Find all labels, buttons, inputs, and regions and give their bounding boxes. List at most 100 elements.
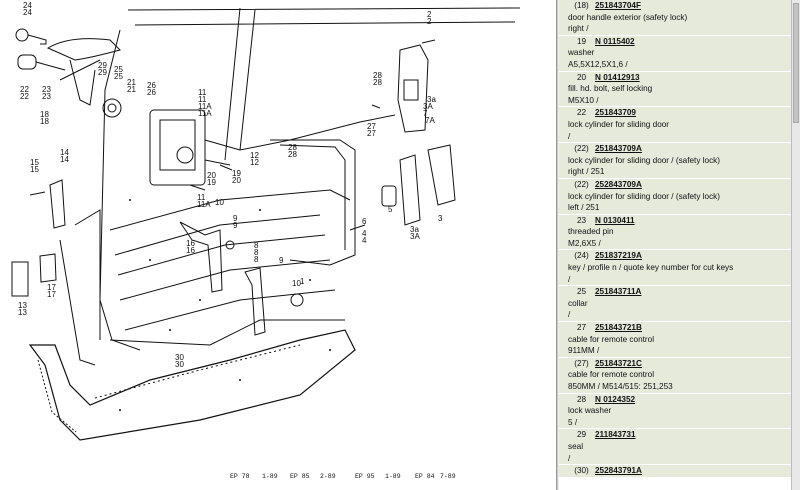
callout-number: 4 bbox=[362, 229, 367, 238]
callout-number: 28 bbox=[373, 71, 382, 80]
callout-number: 11 bbox=[198, 88, 207, 97]
callout-number: 19 bbox=[207, 178, 216, 187]
position-number: (24) bbox=[574, 251, 589, 261]
callout-number: 18 bbox=[40, 117, 49, 126]
part-spec: / bbox=[568, 131, 571, 141]
position-number: 27 bbox=[576, 323, 587, 333]
part-spec: 911MM / bbox=[568, 346, 600, 356]
callout-number: 15 bbox=[30, 158, 39, 167]
position-number: (30) bbox=[574, 466, 589, 476]
callout-number: 3a bbox=[427, 95, 436, 104]
part-number-link[interactable]: 251843709 bbox=[595, 108, 636, 118]
callout-number: 27 bbox=[367, 129, 376, 138]
callout-number: 5 bbox=[388, 205, 393, 214]
part-description: threaded pin bbox=[568, 227, 614, 237]
callout-number: 28 bbox=[288, 150, 297, 159]
part-number-link[interactable]: 251843721C bbox=[595, 358, 642, 368]
callout-number: 28 bbox=[373, 78, 382, 87]
drawing-code: 1-89 bbox=[262, 473, 278, 480]
callout-number: 30 bbox=[175, 360, 184, 369]
callout-number: 20 bbox=[207, 171, 216, 180]
drawing-code: EP 85 bbox=[290, 473, 310, 480]
callout-number: 14 bbox=[60, 148, 69, 157]
part-description: door handle exterior (safety lock) bbox=[568, 12, 688, 22]
part-spec: / bbox=[568, 274, 571, 284]
part-number-link[interactable]: 211843731 bbox=[595, 430, 636, 440]
part-row: (30) 252843791A bbox=[559, 465, 791, 478]
callout-number: 8 bbox=[254, 248, 259, 257]
callout-number: 14 bbox=[60, 155, 69, 164]
callout-number: 25 bbox=[114, 72, 123, 81]
callout-number: 13 bbox=[18, 301, 27, 310]
part-number-link[interactable]: N 0115402 bbox=[595, 36, 635, 46]
callout-number: 6 bbox=[362, 217, 367, 226]
part-number-link[interactable]: 251843709A bbox=[595, 144, 642, 154]
callout-number: 11A bbox=[198, 102, 212, 111]
part-description: cable for remote control bbox=[568, 370, 655, 380]
part-number-link[interactable]: N 0124352 bbox=[595, 394, 636, 404]
panel-separator[interactable] bbox=[556, 0, 559, 490]
drawing-code: 7-89 bbox=[440, 473, 456, 480]
callout-number: 11A bbox=[198, 109, 212, 118]
position-number: 28 bbox=[576, 394, 587, 404]
callout-number: 22 bbox=[20, 85, 29, 94]
position-number: 29 bbox=[576, 430, 587, 440]
callout-number: 17 bbox=[47, 290, 56, 299]
part-number-link[interactable]: N 01412913 bbox=[595, 72, 640, 82]
callout-number: 30 bbox=[175, 353, 184, 362]
part-number-link[interactable]: 251843721B bbox=[595, 323, 642, 333]
part-number-link[interactable]: 251843704F bbox=[595, 1, 641, 10]
position-number: 19 bbox=[576, 36, 587, 46]
parts-list-panel: (18) 251843704F door handle exterior (safe… bbox=[559, 0, 791, 490]
callout-number: 29 bbox=[98, 61, 107, 70]
callout-number: 3a bbox=[410, 225, 419, 234]
part-number-link[interactable]: 252843791A bbox=[595, 466, 642, 476]
drawing-code: EP 78 bbox=[230, 473, 250, 480]
scrollbar[interactable] bbox=[791, 0, 800, 490]
drawing-code: 1-89 bbox=[385, 473, 401, 480]
callout-number: 26 bbox=[147, 88, 156, 97]
callout-number: 18 bbox=[40, 110, 49, 119]
callout-number: 10 bbox=[292, 279, 301, 288]
part-spec: right / 251 bbox=[568, 167, 605, 177]
callout-number: 23 bbox=[42, 92, 51, 101]
part-row: (18) 251843704F door handle exterior (safe… bbox=[559, 0, 791, 36]
part-description: lock cylinder for sliding door bbox=[568, 119, 670, 129]
callout-number: 23 bbox=[42, 85, 51, 94]
part-number-link[interactable]: N 0130411 bbox=[595, 215, 635, 225]
part-number-link[interactable]: 251843711A bbox=[595, 287, 642, 297]
position-number: (18) bbox=[574, 1, 589, 10]
callout-number: 10 bbox=[215, 198, 224, 207]
part-number-link[interactable]: 252843709A bbox=[595, 179, 642, 189]
position-number: 20 bbox=[576, 72, 587, 82]
callout-number: 21 bbox=[127, 85, 136, 94]
callout-number: 4 bbox=[362, 236, 367, 245]
position-number: (22) bbox=[574, 144, 589, 154]
part-description: lock washer bbox=[568, 406, 612, 416]
callout-number: 3 bbox=[438, 214, 443, 223]
drawing-code: EP 84 bbox=[415, 473, 435, 480]
part-description: lock cylinder for sliding door / (safety… bbox=[568, 191, 720, 201]
scrollbar-thumb[interactable] bbox=[793, 3, 799, 123]
callout-number: 1 bbox=[300, 277, 305, 286]
callout-number: 9 bbox=[233, 221, 238, 230]
callout-number: 8 bbox=[254, 241, 259, 250]
callout-number: 29 bbox=[98, 68, 107, 77]
callout-number: 13 bbox=[18, 308, 27, 317]
position-number: 25 bbox=[576, 287, 587, 297]
part-number-link[interactable]: 251837219A bbox=[595, 251, 642, 261]
callout-number: 21 bbox=[127, 78, 136, 87]
callout-number: 7A bbox=[425, 116, 435, 125]
callout-number: 8 bbox=[254, 255, 259, 264]
position-number: 23 bbox=[576, 215, 587, 225]
callout-number: 26 bbox=[147, 81, 156, 90]
